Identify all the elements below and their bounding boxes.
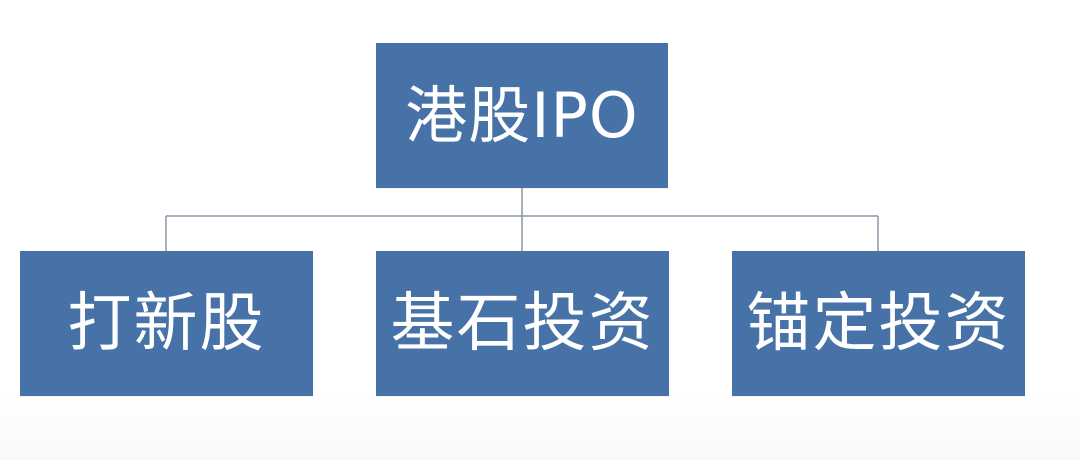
- root-node-label: 港股IPO: [405, 78, 639, 152]
- child-node-label: 锚定投资: [746, 286, 1011, 361]
- child-node-cornerstone-investment: 基石投资: [376, 251, 669, 396]
- child-node-label: 基石投资: [390, 286, 655, 361]
- root-node-hk-ipo: 港股IPO: [376, 43, 668, 188]
- child-node-new-share-subscription: 打新股: [20, 251, 313, 396]
- child-node-label: 打新股: [67, 286, 266, 361]
- child-node-anchor-investment: 锚定投资: [732, 251, 1025, 396]
